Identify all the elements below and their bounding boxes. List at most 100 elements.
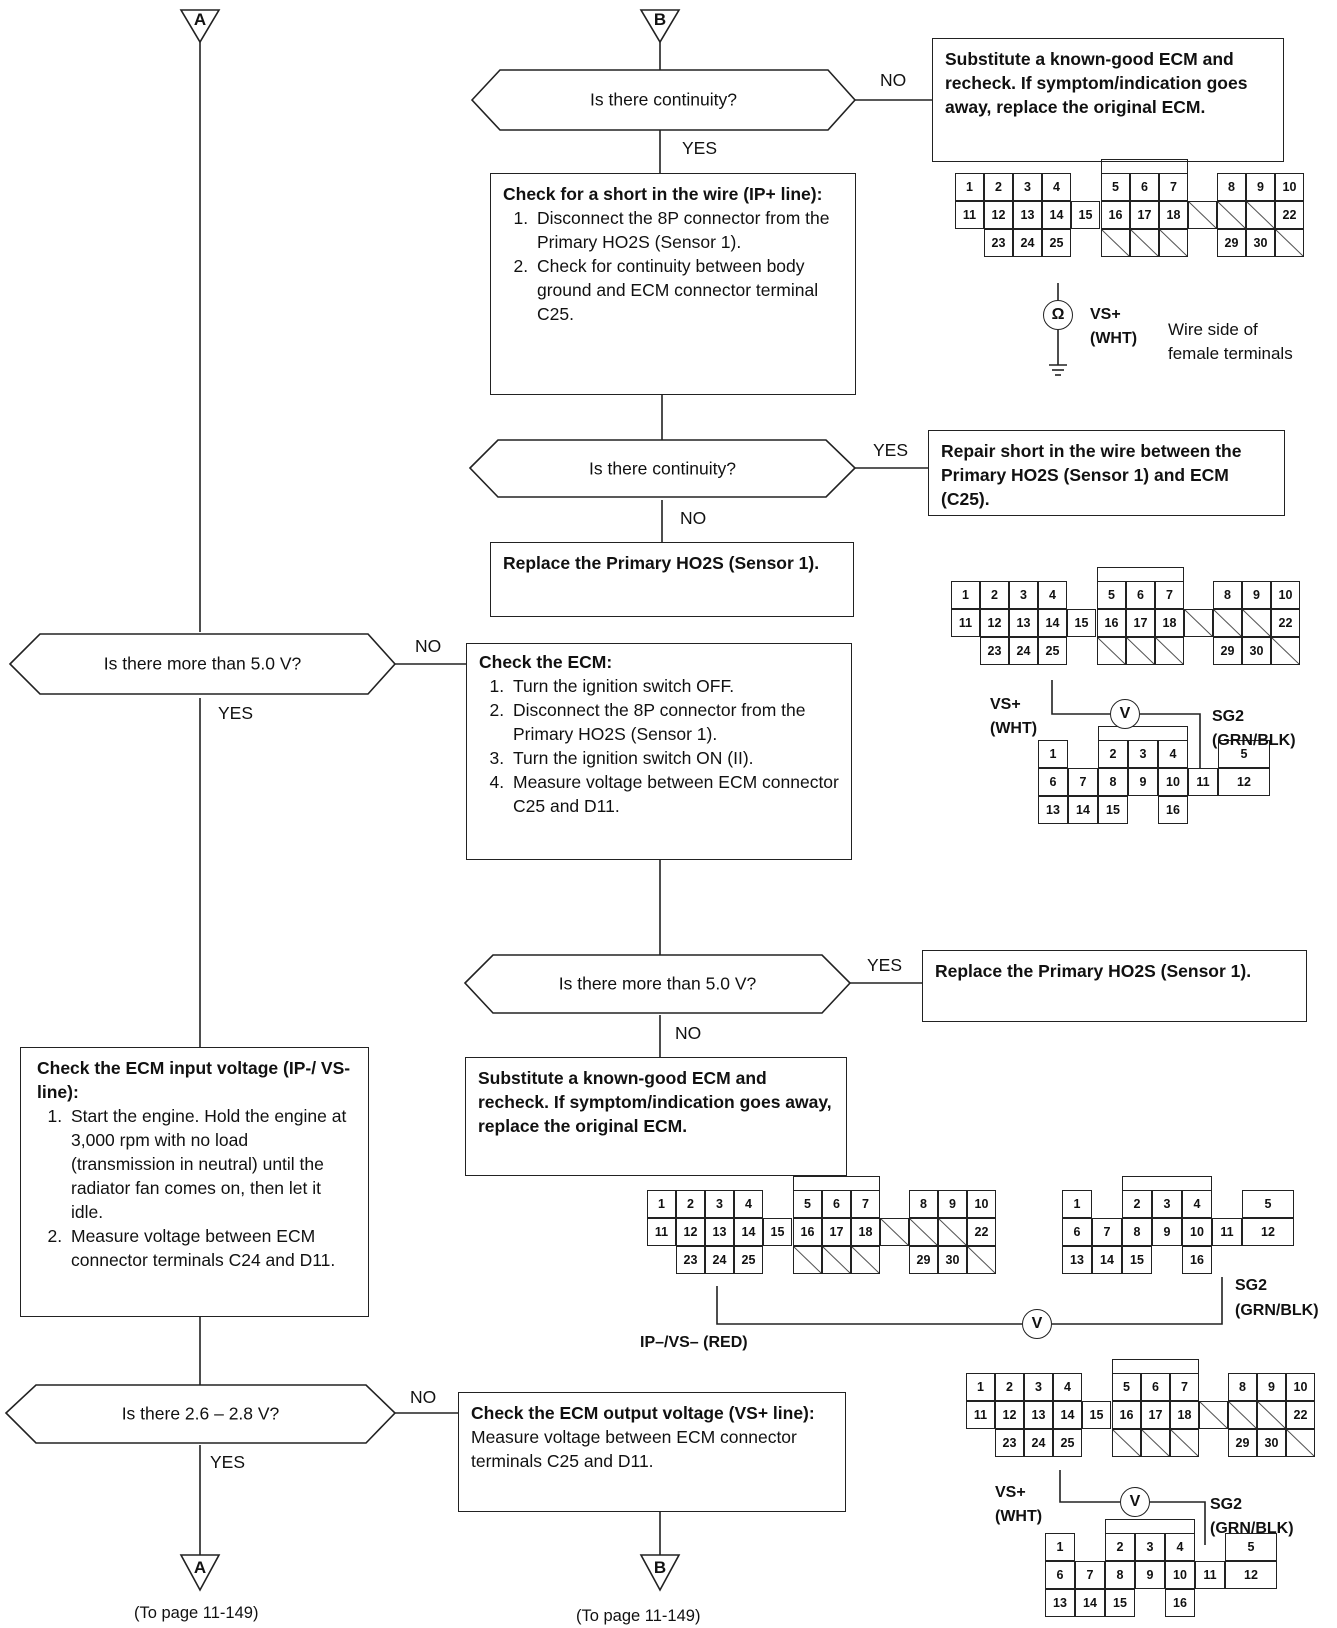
connector-terminal: 29 [1228, 1429, 1257, 1457]
decision-voltage-5v-b: Is there more than 5.0 V? [558, 973, 757, 994]
connector-terminal [1141, 1429, 1170, 1457]
connector-terminal: 24 [1013, 229, 1042, 257]
connector-terminal: 6 [1062, 1218, 1092, 1246]
connector-terminal [1092, 1190, 1122, 1218]
connector-terminal [880, 1190, 909, 1218]
voltmeter-icon: V [1022, 1309, 1052, 1339]
connector-terminal: 3 [1024, 1373, 1053, 1401]
connector-terminal: 25 [1042, 229, 1071, 257]
connector-terminal: 2 [676, 1190, 705, 1218]
connector-terminal [1242, 1246, 1294, 1274]
connector-terminal: 4 [1158, 740, 1188, 768]
decision-5-yes: YES [210, 1452, 246, 1472]
connector-terminal: 6 [1126, 581, 1155, 609]
connector-terminal: 1 [1038, 740, 1068, 768]
connector-terminal: 2 [1105, 1533, 1135, 1561]
connector-terminal: 9 [1128, 768, 1158, 796]
connector-terminal: 17 [1130, 201, 1159, 229]
connector-terminal [1075, 1533, 1105, 1561]
connector-terminal: 8 [1105, 1561, 1135, 1589]
connector-terminal: 16 [1165, 1589, 1195, 1617]
connector-terminal: 9 [1135, 1561, 1165, 1589]
fig3-wire-label: IP–/VS– (RED) [640, 1334, 748, 1351]
connector-terminal: 10 [1158, 768, 1188, 796]
voltmeter-icon: V [1110, 699, 1140, 729]
result-replace-ho2s-2: Replace the Primary HO2S (Sensor 1). [922, 950, 1307, 1022]
decision-2-no: NO [680, 508, 707, 528]
connector-terminal: 3 [1135, 1533, 1165, 1561]
connector-terminal [1188, 229, 1217, 257]
fig1-note-line1: Wire side of [1168, 320, 1258, 339]
connector-terminal [1152, 1246, 1182, 1274]
connector-terminal: 7 [1170, 1373, 1199, 1401]
connector-terminal [938, 1218, 967, 1246]
decision-voltage-range: Is there 2.6 – 2.8 V? [121, 1403, 280, 1424]
connector-terminal: 2 [984, 173, 1013, 201]
connector-terminal: 8 [1217, 173, 1246, 201]
connector-terminal: 24 [705, 1246, 734, 1274]
connector-terminal: 4 [1053, 1373, 1082, 1401]
connector-terminal: 8 [1213, 581, 1242, 609]
connector-terminal [1068, 740, 1098, 768]
decision-4-yes: YES [867, 955, 903, 975]
fig4-sg-label: SG2 [1210, 1496, 1243, 1513]
connector-terminal: 30 [1242, 637, 1271, 665]
connector-terminal: 10 [967, 1190, 996, 1218]
connector-terminal: 2 [980, 581, 1009, 609]
connector-terminal: 1 [966, 1373, 995, 1401]
connector-terminal: 13 [1062, 1246, 1092, 1274]
page-reference-a: (To page 11-149) [134, 1604, 259, 1622]
connector-terminal [1257, 1401, 1286, 1429]
connector-terminal [1246, 201, 1275, 229]
connector-terminal: 9 [1246, 173, 1275, 201]
connector-terminal: 11 [1188, 768, 1218, 796]
fig4-sg-color: (GRN/BLK) [1210, 1520, 1294, 1537]
connector-terminal: 1 [1045, 1533, 1075, 1561]
connector-terminal [1126, 637, 1155, 665]
connector-terminal: 14 [1038, 609, 1067, 637]
connector-terminal [1128, 796, 1158, 824]
step-check-short-list: Disconnect the 8P connector from the Pri… [503, 206, 843, 326]
connector-terminal: 22 [1275, 201, 1304, 229]
connector-terminal: 2 [1098, 740, 1128, 768]
connector-terminal [1188, 796, 1218, 824]
connector-terminal [1188, 201, 1217, 229]
connector-terminal [1213, 609, 1242, 637]
connector-terminal: 13 [705, 1218, 734, 1246]
connector-terminal: 6 [822, 1190, 851, 1218]
connector-terminal: 10 [1275, 173, 1304, 201]
connector-terminal: 25 [1038, 637, 1067, 665]
connector-terminal [1184, 581, 1213, 609]
connector-terminal: 8 [909, 1190, 938, 1218]
connector-terminal [763, 1190, 792, 1218]
result-substitute-ecm-2: Substitute a known-good ECM and recheck.… [465, 1057, 847, 1176]
connector-terminal: 7 [1075, 1561, 1105, 1589]
connector-terminal [1212, 1190, 1242, 1218]
connector-terminal: 13 [1038, 796, 1068, 824]
connector-terminal: 18 [1155, 609, 1184, 637]
fig1-wire-label: VS+ [1090, 306, 1121, 323]
connector-terminal [1155, 637, 1184, 665]
connector-terminal: 4 [1038, 581, 1067, 609]
connector-terminal [763, 1246, 792, 1274]
connector-terminal: 23 [995, 1429, 1024, 1457]
connector-terminal: 3 [1152, 1190, 1182, 1218]
connector-terminal: 15 [1082, 1401, 1111, 1429]
connector-terminal: 6 [1045, 1561, 1075, 1589]
connector-terminal: 13 [1009, 609, 1038, 637]
connector-terminal: 7 [1155, 581, 1184, 609]
connector-a-end: A [193, 1558, 207, 1577]
connector-terminal [1275, 229, 1304, 257]
connector-terminal: 17 [1126, 609, 1155, 637]
connector-terminal: 12 [1242, 1218, 1294, 1246]
connector-key [1098, 726, 1188, 740]
connector-terminal: 15 [1105, 1589, 1135, 1617]
connector-terminal: 13 [1024, 1401, 1053, 1429]
connector-terminal: 2 [1122, 1190, 1152, 1218]
connector-terminal: 24 [1009, 637, 1038, 665]
connector-a-start: A [193, 10, 207, 29]
connector-terminal: 7 [1068, 768, 1098, 796]
connector-terminal: 29 [1213, 637, 1242, 665]
connector-terminal [1082, 1429, 1111, 1457]
connector-terminal [966, 1429, 995, 1457]
